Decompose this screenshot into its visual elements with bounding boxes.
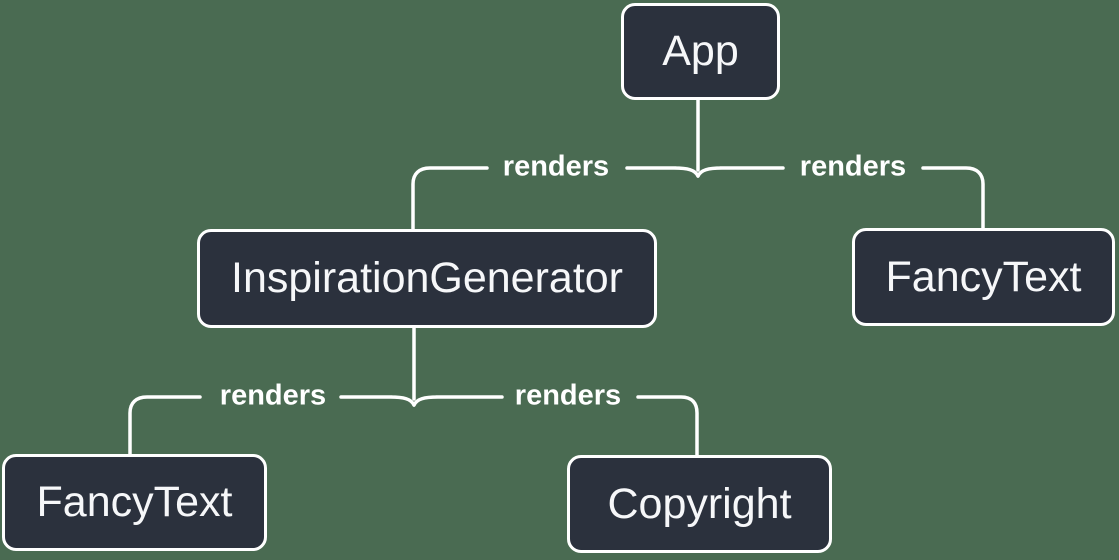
node-fancy-text-top: FancyText	[852, 228, 1115, 326]
edge-label-app-inspiration-generator: renders	[502, 150, 610, 183]
node-copyright: Copyright	[567, 455, 832, 553]
node-inspiration-generator: InspirationGenerator	[197, 229, 657, 328]
node-app-label: App	[662, 27, 739, 75]
edge-label-inspiration-generator-fancy-text: renders	[219, 379, 327, 412]
node-fancy-text-bottom: FancyText	[2, 454, 267, 551]
node-app: App	[621, 3, 780, 100]
node-fancy-text-bottom-label: FancyText	[36, 478, 233, 526]
edge-inspiration-generator-copyright-line	[412, 395, 699, 457]
edge-app-fancy-text-line	[696, 166, 985, 230]
node-inspiration-generator-label: InspirationGenerator	[231, 254, 623, 302]
edge-label-inspiration-generator-copyright: renders	[514, 379, 622, 412]
edge-label-app-fancy-text: renders	[799, 150, 907, 183]
node-fancy-text-top-label: FancyText	[885, 252, 1082, 301]
node-copyright-label: Copyright	[607, 479, 792, 528]
